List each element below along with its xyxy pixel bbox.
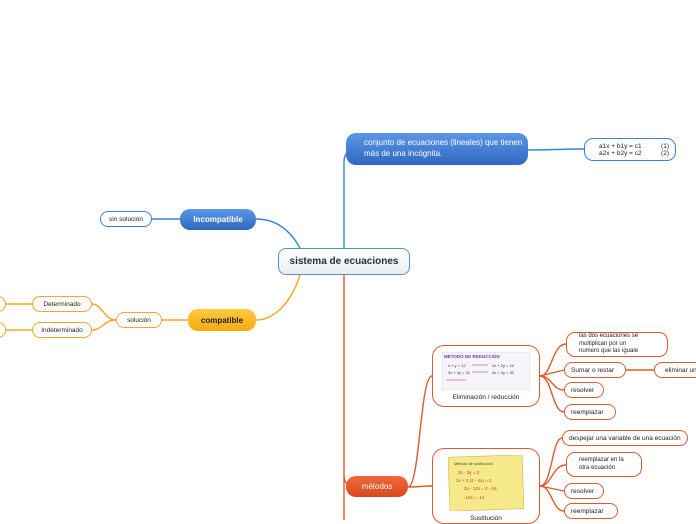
reduction-thumb-title: MÉTODO DE REDUCCIÓN bbox=[444, 352, 500, 359]
substitution-step-substitute[interactable]: reemplazar en la otra ecuación bbox=[566, 452, 642, 477]
methods-node[interactable]: métodos bbox=[346, 476, 408, 497]
reduction-step-multiply[interactable]: las dos ecuaciones se multiplican por un… bbox=[566, 332, 668, 357]
equation-1-number: (1) bbox=[661, 142, 669, 150]
no-solution-node[interactable]: sin solución bbox=[100, 211, 152, 227]
reduction-caption: Eliminación / reducción bbox=[452, 394, 520, 401]
substitution-thumb-line-4: -10x = -14 bbox=[464, 495, 485, 500]
substitution-step-solve[interactable]: resolver bbox=[564, 483, 604, 499]
reduction-thumb-line-2: 3x + 4y = 31 bbox=[448, 370, 471, 375]
equation-2: a2x + b2y = c2 bbox=[599, 149, 642, 157]
undetermined-node[interactable]: Indeterminado bbox=[32, 322, 92, 338]
reduction-thumb-line-3: 2x + 2y = 24 bbox=[492, 363, 515, 368]
substitution-thumb-line-1: 2x - 3y = 2 bbox=[458, 470, 480, 475]
reduction-step-solve[interactable]: resolver bbox=[564, 382, 604, 398]
determined-node[interactable]: Determinado bbox=[32, 296, 92, 312]
equation-2-number: (2) bbox=[661, 149, 669, 157]
equations-node[interactable]: a1x + b1y = c1 (1) a2x + b2y = c2 (2) bbox=[584, 138, 676, 161]
substitution-thumbnail: Método de sustitución 2x - 3y = 2 2x + 2… bbox=[448, 455, 524, 511]
substitution-thumb-title: Método de sustitución bbox=[454, 461, 493, 466]
reduction-thumb-line-4: 3x + 4y = 31 bbox=[492, 370, 515, 375]
equation-row-2: a2x + b2y = c2 (2) bbox=[599, 150, 669, 157]
substitution-step-replace[interactable]: reemplazar bbox=[564, 503, 618, 519]
reduction-step-replace[interactable]: reemplazar bbox=[564, 404, 616, 420]
reduction-step-eliminate[interactable]: eliminar un bbox=[654, 362, 696, 378]
central-topic[interactable]: sistema de ecuaciones bbox=[278, 248, 410, 275]
equation-row-1: a1x + b1y = c1 (1) bbox=[599, 143, 669, 150]
compatible-node[interactable]: compatible bbox=[188, 309, 256, 331]
reduction-method-card[interactable]: MÉTODO DE REDUCCIÓN x + y = 12 3x + 4y =… bbox=[432, 345, 540, 407]
solution-node[interactable]: solución bbox=[116, 312, 162, 328]
substitution-caption: Sustitución bbox=[470, 515, 502, 522]
reduction-step-add-subtract[interactable]: Sumar o restar bbox=[564, 362, 626, 378]
reduction-thumb-line-1: x + y = 12 bbox=[448, 363, 466, 368]
equation-1: a1x + b1y = c1 bbox=[599, 142, 642, 150]
substitution-thumb-line-3: 2x - 12x = 2 - 16 bbox=[464, 486, 497, 491]
incompatible-node[interactable]: Incompatible bbox=[180, 209, 256, 230]
definition-node[interactable]: conjunto de ecuaciones (lineales) que ti… bbox=[346, 133, 528, 165]
reduction-thumbnail: MÉTODO DE REDUCCIÓN x + y = 12 3x + 4y =… bbox=[442, 352, 530, 390]
substitution-step-isolate[interactable]: despejar una variable de una ecuación bbox=[562, 430, 688, 446]
substitution-method-card[interactable]: Método de sustitución 2x - 3y = 2 2x + 2… bbox=[432, 448, 540, 524]
substitution-thumb-line-2: 2x + 2 (4 - 4x) = 2 bbox=[456, 478, 492, 483]
